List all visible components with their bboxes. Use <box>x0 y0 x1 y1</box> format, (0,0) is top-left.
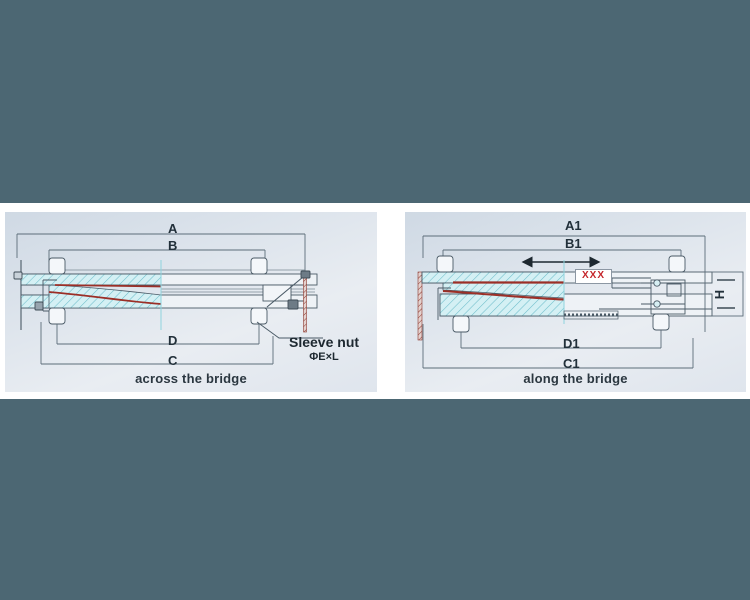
seal-curve-lower <box>48 291 162 305</box>
upper-deck-plate <box>421 271 713 284</box>
dimension-line-B1 <box>442 249 682 260</box>
bolt-head-group <box>436 255 686 333</box>
bolt-head-group <box>48 257 268 325</box>
dimension-line-D <box>56 324 260 345</box>
figure-band: A B D C Sleeve nut ΦE×L across the bridg… <box>0 203 750 399</box>
dimension-label-C: C <box>168 353 178 368</box>
dimension-line-A <box>16 233 306 272</box>
left-inner-frame <box>437 287 451 320</box>
dimension-label-H: H <box>712 289 728 300</box>
dimension-line-B <box>48 249 266 262</box>
sleeve-nut-callout: Sleeve nut ΦE×L <box>289 334 359 363</box>
dimension-label-D: D <box>168 333 178 348</box>
dimension-line-H <box>704 271 744 317</box>
lower-deck-plate <box>439 293 713 317</box>
right-fixture-assembly <box>599 277 712 315</box>
dimension-label-B: B <box>168 238 178 253</box>
dimension-label-A: A <box>168 221 178 236</box>
seal-curve-upper <box>54 284 162 288</box>
diagram-panel-across-the-bridge: A B D C Sleeve nut ΦE×L across the bridg… <box>5 212 377 392</box>
tapered-wedge <box>48 284 162 309</box>
along-the-bridge-drawing <box>417 235 744 369</box>
dimension-label-A1: A1 <box>565 218 582 233</box>
sleeve-nut-callout-line1: Sleeve nut <box>289 334 360 350</box>
dimension-label-B1: B1 <box>565 236 582 251</box>
across-the-bridge-drawing <box>13 233 323 365</box>
dimension-label-C1: C1 <box>563 356 580 371</box>
left-vertical-post <box>417 271 423 341</box>
diagram-panel-along-the-bridge: A1 B1 D1 C1 H XXX along the bridge <box>405 212 746 392</box>
sleeve-nut-callout-line2: ΦE×L <box>309 351 339 363</box>
end-cap-group <box>13 270 311 311</box>
dimension-line-C1 <box>422 324 694 369</box>
panel-caption-across-the-bridge: across the bridge <box>135 371 247 386</box>
upper-deck-plate <box>20 273 318 286</box>
dimension-line-D1 <box>460 330 662 349</box>
dimension-label-D1: D1 <box>563 336 580 351</box>
scale-rule-frame <box>563 310 619 320</box>
dimension-line-C <box>40 322 274 365</box>
seal-curve-lower <box>442 290 565 301</box>
xxx-marking: XXX <box>575 269 613 284</box>
sleeve-nut-leader <box>256 321 323 339</box>
panel-caption-along-the-bridge: along the bridge <box>523 371 628 386</box>
